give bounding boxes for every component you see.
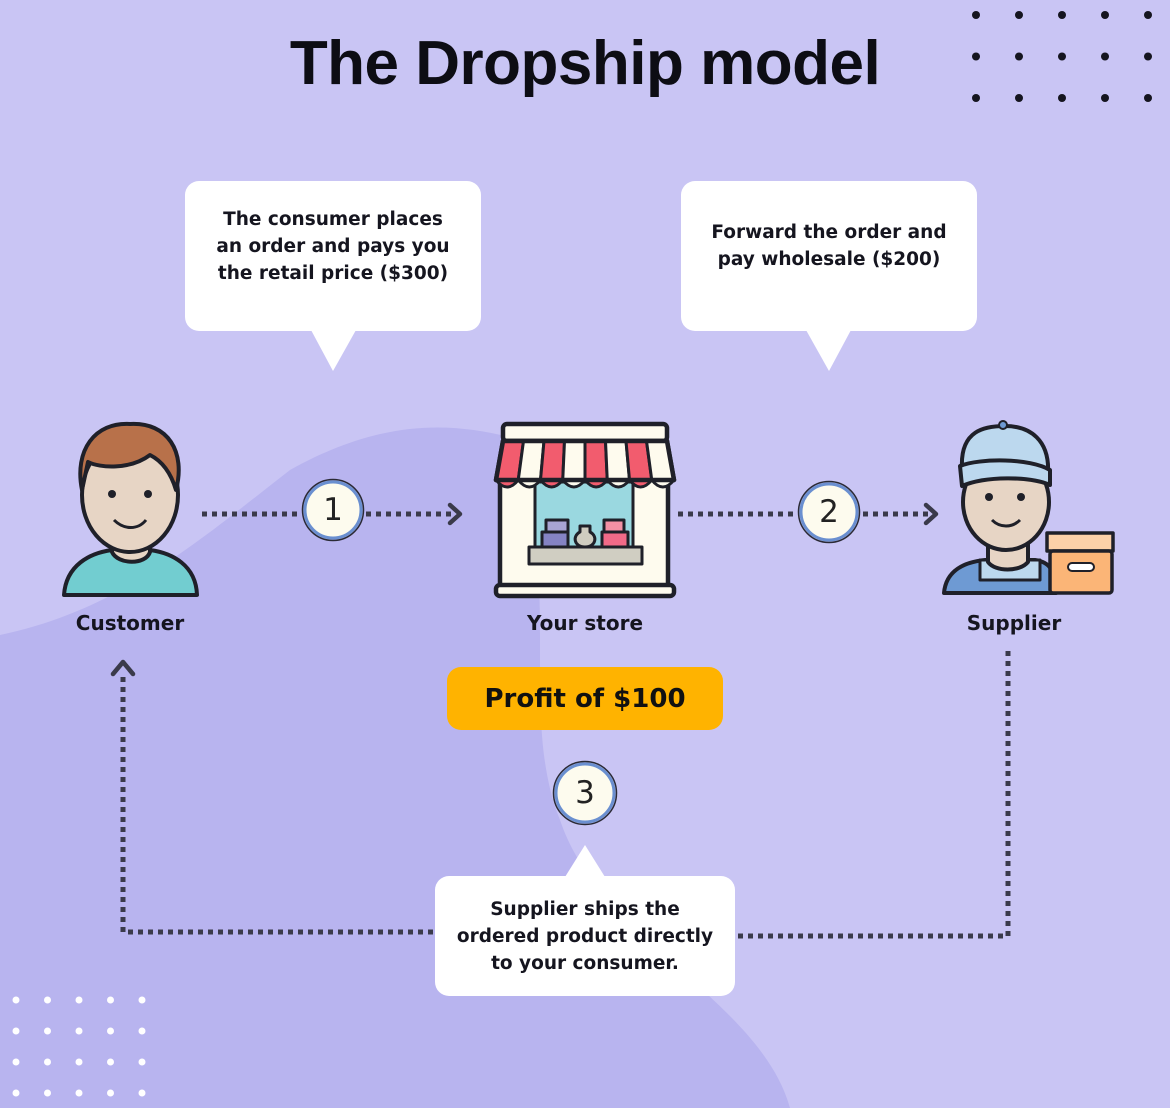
dot <box>44 1027 51 1035</box>
dot <box>1015 94 1023 102</box>
dot <box>138 1058 146 1066</box>
step-2-description: Forward the order and pay wholesale ($20… <box>711 222 947 270</box>
dot <box>972 94 980 102</box>
dot <box>12 1027 20 1035</box>
dot <box>107 996 114 1004</box>
dot-grid-bottom-left <box>12 996 146 1097</box>
dot <box>75 1089 83 1097</box>
supplier-avatar-icon <box>942 420 1115 595</box>
flow-arrows <box>120 511 1011 939</box>
dot <box>138 1027 146 1035</box>
step-3-callout: Supplier ships the ordered product direc… <box>435 876 735 996</box>
dot <box>44 1089 51 1097</box>
step-1-badge: 1 <box>323 492 343 528</box>
dot <box>1058 52 1066 61</box>
dot <box>1058 11 1066 19</box>
step-circles <box>303 480 859 824</box>
dot <box>1101 94 1109 102</box>
profit-badge: Profit of $100 <box>447 667 723 730</box>
dot <box>75 1058 83 1066</box>
dot <box>1101 11 1109 19</box>
dot <box>12 1089 20 1097</box>
dot <box>1101 52 1109 61</box>
dot <box>1015 52 1023 61</box>
dot <box>972 11 980 19</box>
store-icon <box>493 421 677 599</box>
arrowhead-up-icon <box>110 659 136 677</box>
step-1-callout: The consumer places an order and pays yo… <box>185 181 481 331</box>
dot <box>75 996 83 1004</box>
dot <box>1144 52 1152 61</box>
arrowheads <box>110 502 939 677</box>
arrowhead-right-icon <box>923 502 939 526</box>
dot <box>107 1089 114 1097</box>
step-2-callout: Forward the order and pay wholesale ($20… <box>681 181 977 331</box>
dot <box>138 996 146 1004</box>
dot <box>107 1027 114 1035</box>
speech-bubble-shapes <box>185 181 977 996</box>
dot <box>44 996 51 1004</box>
arrowhead-right-icon <box>447 502 463 526</box>
dot-grid-top-right <box>972 11 1152 102</box>
dot <box>972 52 980 61</box>
customer-label: Customer <box>75 611 185 635</box>
customer-avatar-icon <box>62 421 199 597</box>
dot <box>44 1058 51 1066</box>
dot <box>1015 11 1023 19</box>
dot <box>1058 94 1066 102</box>
step-3-badge: 3 <box>575 775 595 811</box>
store-label: Your store <box>526 611 644 635</box>
step-3-description: Supplier ships the ordered product direc… <box>456 898 714 974</box>
dot <box>12 996 20 1004</box>
dot <box>75 1027 83 1035</box>
dot <box>1144 11 1152 19</box>
step-1-description: The consumer places an order and pays yo… <box>216 208 450 284</box>
page-title: The Dropship model <box>289 29 881 98</box>
dot <box>138 1089 146 1097</box>
step-2-badge: 2 <box>819 494 839 530</box>
dot <box>1144 94 1152 102</box>
supplier-label: Supplier <box>966 611 1062 635</box>
dot <box>12 1058 20 1066</box>
dot <box>107 1058 114 1066</box>
